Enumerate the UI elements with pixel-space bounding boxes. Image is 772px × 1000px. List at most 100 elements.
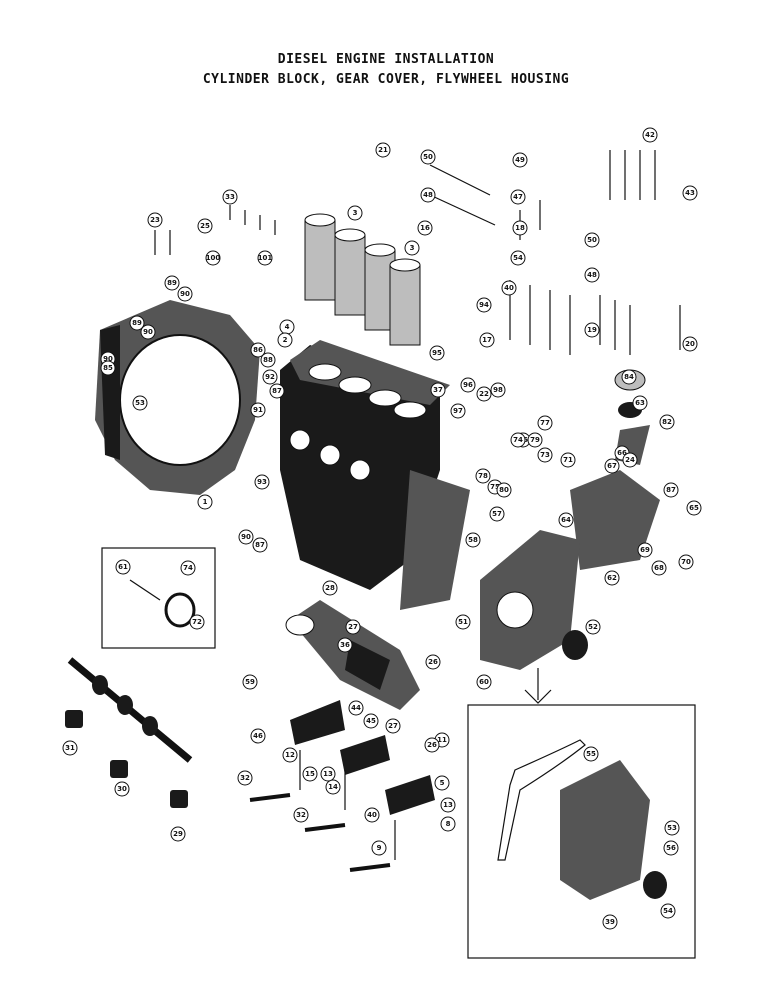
callout-60: 60 (476, 674, 492, 690)
callout-number: 25 (200, 222, 210, 230)
callout-96: 96 (460, 377, 476, 393)
callout-13: 13 (440, 797, 456, 813)
callout-number: 48 (423, 191, 433, 199)
callout-number: 54 (663, 907, 673, 915)
callout-number: 87 (272, 387, 282, 395)
callout-number: 49 (515, 156, 525, 164)
callout-44: 44 (348, 700, 364, 716)
callout-number: 50 (587, 236, 597, 244)
callout-number: 68 (654, 564, 664, 572)
callout-number: 79 (530, 436, 540, 444)
callout-number: 53 (667, 824, 677, 832)
water-pump-assembly (570, 369, 660, 570)
callout-85: 85 (100, 360, 116, 376)
callout-number: 26 (428, 658, 438, 666)
callout-26: 26 (424, 737, 440, 753)
callout-71: 71 (560, 452, 576, 468)
callout-number: 96 (463, 381, 473, 389)
callout-number: 11 (437, 736, 447, 744)
callout-92: 92 (262, 369, 278, 385)
callout-number: 47 (513, 193, 523, 201)
callout-number: 75 (490, 483, 500, 491)
dowel-pins (249, 793, 391, 872)
callout-3: 3 (404, 240, 420, 256)
callout-number: 71 (563, 456, 573, 464)
callout-number: 100 (206, 254, 221, 262)
callout-98: 98 (490, 382, 506, 398)
callout-55: 55 (583, 746, 599, 762)
camshaft (67, 657, 193, 763)
callout-number: 89 (132, 319, 142, 327)
callout-number: 45 (366, 717, 376, 725)
callout-28: 28 (322, 580, 338, 596)
callout-number: 16 (420, 224, 430, 232)
callout-42: 42 (642, 127, 658, 143)
callout-number: 63 (635, 399, 645, 407)
title-line-1: DIESEL ENGINE INSTALLATION (277, 52, 495, 67)
callout-number: 74 (513, 436, 523, 444)
callout-70: 70 (678, 554, 694, 570)
callout-number: 14 (328, 783, 338, 791)
callout-39: 39 (602, 914, 618, 930)
callout-number: 8 (446, 820, 451, 828)
callout-number: 66 (617, 449, 627, 457)
callout-number: 26 (427, 741, 437, 749)
callout-21: 21 (375, 142, 391, 158)
callout-number: 31 (65, 744, 75, 752)
callout-54: 54 (660, 903, 676, 919)
callout-53: 53 (664, 820, 680, 836)
gear-cover-detail-inset (467, 668, 696, 959)
callout-63: 63 (632, 395, 648, 411)
callout-number: 67 (607, 462, 617, 470)
callout-number: 82 (662, 418, 672, 426)
callout-52: 52 (585, 619, 601, 635)
callout-number: 94 (479, 301, 489, 309)
callout-number: 90 (143, 328, 153, 336)
callout-number: 28 (325, 584, 335, 592)
callout-number: 30 (117, 785, 127, 793)
callout-number: 1 (203, 498, 208, 506)
callout-number: 57 (492, 510, 502, 518)
callout-87: 87 (269, 383, 285, 399)
callout-89: 89 (129, 315, 145, 331)
callout-number: 64 (561, 516, 571, 524)
callout-number: 92 (265, 373, 275, 381)
callout-79: 79 (527, 432, 543, 448)
callout-80: 80 (496, 482, 512, 498)
callout-number: 13 (443, 801, 453, 809)
callout-45: 45 (363, 713, 379, 729)
cylinder-liners (304, 213, 421, 346)
callout-number: 90 (180, 290, 190, 298)
callout-69: 69 (637, 542, 653, 558)
callout-number: 65 (689, 504, 699, 512)
callout-88: 88 (260, 352, 276, 368)
callout-95: 95 (429, 345, 445, 361)
callout-90: 90 (177, 286, 193, 302)
callout-32: 32 (293, 807, 309, 823)
callout-87: 87 (663, 482, 679, 498)
callout-24: 24 (622, 452, 638, 468)
callout-number: 15 (305, 770, 315, 778)
callout-40: 40 (364, 807, 380, 823)
callout-30: 30 (114, 781, 130, 797)
callout-number: 60 (479, 678, 489, 686)
callout-51: 51 (455, 614, 471, 630)
callout-74: 74 (180, 560, 196, 576)
callout-number: 27 (348, 623, 358, 631)
callout-number: 86 (253, 346, 263, 354)
callout-89: 89 (164, 275, 180, 291)
callout-number: 91 (253, 406, 263, 414)
callout-78: 78 (475, 468, 491, 484)
callout-number: 2 (283, 336, 288, 344)
callout-48: 48 (420, 187, 436, 203)
callout-58: 58 (465, 532, 481, 548)
callout-number: 5 (440, 779, 445, 787)
callout-31: 31 (62, 740, 78, 756)
callout-100: 100 (205, 250, 221, 266)
callout-29: 29 (170, 826, 186, 842)
callout-number: 98 (493, 386, 503, 394)
callout-number: 59 (245, 678, 255, 686)
callout-9: 9 (371, 840, 387, 856)
callout-40: 40 (501, 280, 517, 296)
callout-number: 27 (388, 722, 398, 730)
